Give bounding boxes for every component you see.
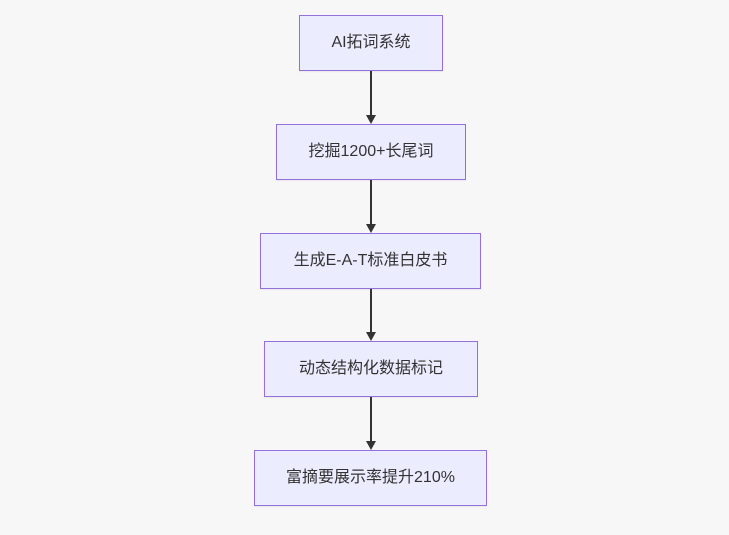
arrow-stem <box>370 71 372 115</box>
flow-node-label: 挖掘1200+长尾词 <box>308 143 434 160</box>
arrow-stem <box>370 289 372 332</box>
flow-node-label: 生成E-A-T标准白皮书 <box>293 252 448 269</box>
flow-node-label: 动态结构化数据标记 <box>298 360 443 377</box>
flow-edge-4 <box>366 397 376 450</box>
arrow-stem <box>370 397 372 441</box>
flow-node-label: 富摘要展示率提升210% <box>286 469 455 486</box>
flow-edge-2 <box>366 180 376 233</box>
flow-node-label: AI拓词系统 <box>331 34 411 51</box>
flow-edge-3 <box>366 289 376 341</box>
flow-edge-1 <box>366 71 376 124</box>
flow-node-eat-whitepaper: 生成E-A-T标准白皮书 <box>260 233 481 289</box>
flow-node-longtail-mining: 挖掘1200+长尾词 <box>276 124 466 180</box>
flow-node-ai-keyword-system: AI拓词系统 <box>299 15 443 71</box>
arrow-down-icon <box>366 115 376 124</box>
arrow-down-icon <box>366 332 376 341</box>
flow-node-structured-data-markup: 动态结构化数据标记 <box>264 341 478 397</box>
flow-node-rich-snippet-rate: 富摘要展示率提升210% <box>254 450 487 506</box>
arrow-stem <box>370 180 372 224</box>
arrow-down-icon <box>366 441 376 450</box>
arrow-down-icon <box>366 224 376 233</box>
